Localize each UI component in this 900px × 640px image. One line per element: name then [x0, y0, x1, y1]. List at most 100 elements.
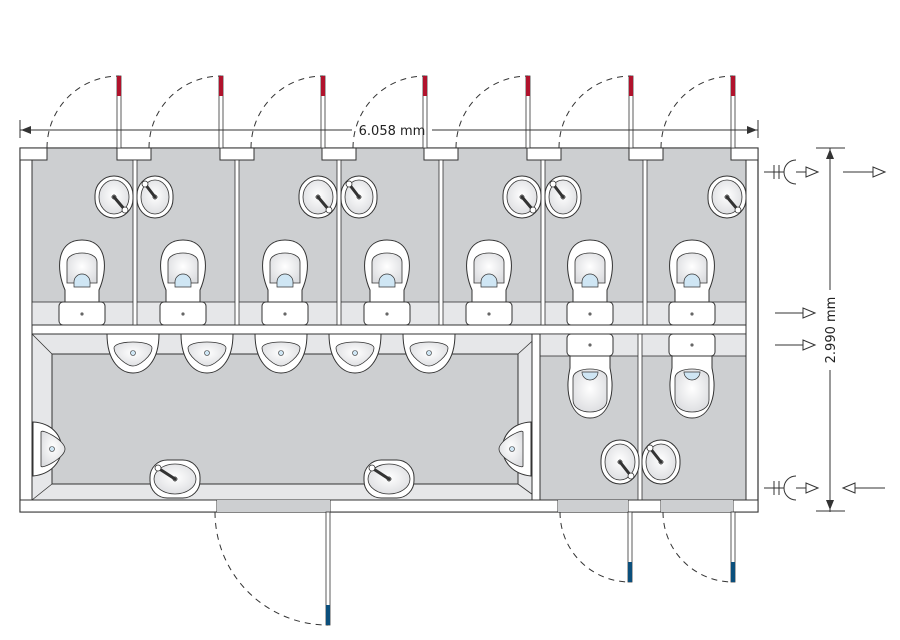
door	[662, 511, 736, 583]
door	[455, 75, 531, 149]
stall-partition	[336, 159, 342, 326]
urinal-drain	[204, 350, 210, 356]
door-swing-arc	[250, 75, 324, 149]
urinal	[402, 333, 456, 374]
door-post	[526, 147, 562, 161]
door-tip-red	[423, 76, 427, 96]
door-tip-red	[321, 76, 325, 96]
toilet-seat	[574, 252, 606, 284]
depth-dimension-label: 2.990 mm	[824, 297, 839, 364]
flush-button	[690, 343, 694, 347]
flush-button	[283, 312, 287, 316]
toilet	[465, 239, 513, 326]
door-swing-arc	[558, 75, 632, 149]
flush-plate	[581, 273, 599, 288]
bottom-wall	[732, 499, 759, 513]
tap-knob	[529, 206, 537, 214]
flush-plate	[581, 371, 599, 381]
washbasin	[340, 175, 378, 219]
urinal	[328, 333, 382, 374]
washbasin	[600, 439, 640, 485]
door	[352, 75, 428, 149]
door-swing-arc	[559, 511, 631, 583]
arrowhead	[826, 500, 834, 510]
door-swing-arc	[148, 75, 222, 149]
flush-button	[588, 343, 592, 347]
arrowhead	[747, 126, 757, 134]
toilet	[363, 239, 411, 326]
tap-knob	[325, 206, 333, 214]
toilet-seat	[676, 252, 708, 284]
stall-partition	[637, 333, 643, 501]
washbasin	[363, 459, 415, 499]
flush-button	[690, 312, 694, 316]
toilet-seat	[66, 252, 98, 284]
washbasin	[94, 175, 134, 219]
urinal-room-floor	[51, 353, 519, 485]
door-swing-arc	[214, 511, 329, 626]
urinal	[498, 421, 532, 477]
urinal	[254, 333, 308, 374]
stall-partition	[132, 159, 138, 326]
washbasin	[544, 175, 582, 219]
door-tip-red	[731, 76, 735, 96]
doorway	[558, 500, 628, 512]
door	[46, 75, 122, 149]
washbasin	[641, 439, 681, 485]
stall-partition	[438, 159, 444, 326]
washbasin	[149, 459, 201, 499]
toilet-seat	[167, 252, 199, 284]
washbasin	[502, 175, 542, 219]
door-swing-arc	[352, 75, 426, 149]
door-post	[116, 147, 152, 161]
door-swing-arc	[662, 511, 734, 583]
flow-arrow-head	[872, 166, 887, 178]
tap-knob	[627, 472, 635, 480]
toilet	[566, 333, 614, 419]
door-post	[321, 147, 357, 161]
door-tip-red	[629, 76, 633, 96]
urinal-drain	[352, 350, 358, 356]
ledge-corner	[31, 483, 53, 501]
flow-arrow-head	[841, 482, 856, 494]
tap-knob	[154, 464, 162, 472]
tap-knob	[549, 180, 557, 188]
door	[214, 511, 331, 626]
door-post	[628, 147, 664, 161]
flush-button	[181, 312, 185, 316]
doorway	[661, 500, 733, 512]
dimension-lines: 6.058 mm 2.990 mm	[19, 120, 887, 512]
toilet-seat	[674, 368, 710, 413]
urinal-drain	[509, 446, 515, 452]
flush-plate	[276, 273, 294, 288]
door	[558, 75, 634, 149]
door	[559, 511, 633, 583]
toilet-seat	[269, 252, 301, 284]
toilet	[566, 239, 614, 326]
door-post	[627, 499, 662, 513]
flush-button	[487, 312, 491, 316]
flush-plate	[378, 273, 396, 288]
door-post	[219, 147, 255, 161]
wall-block	[19, 147, 48, 161]
door-tip-red	[219, 76, 223, 96]
flush-plate	[683, 371, 701, 381]
door-tip-blue	[628, 562, 632, 582]
stall-partition	[234, 159, 240, 326]
urinal-drain	[278, 350, 284, 356]
door-tip-red	[526, 76, 530, 96]
door-tip-red	[117, 76, 121, 96]
toilet-seat	[371, 252, 403, 284]
door-tip-blue	[326, 605, 330, 625]
supply-connection-icon	[783, 159, 797, 185]
tap-knob	[368, 464, 376, 472]
toilet	[159, 239, 207, 326]
toilet-seat	[572, 368, 608, 413]
flush-plate	[73, 273, 91, 288]
doors	[46, 75, 736, 626]
door-post	[423, 147, 459, 161]
door	[250, 75, 326, 149]
bottom-wall	[329, 499, 559, 513]
toilet	[668, 239, 716, 326]
